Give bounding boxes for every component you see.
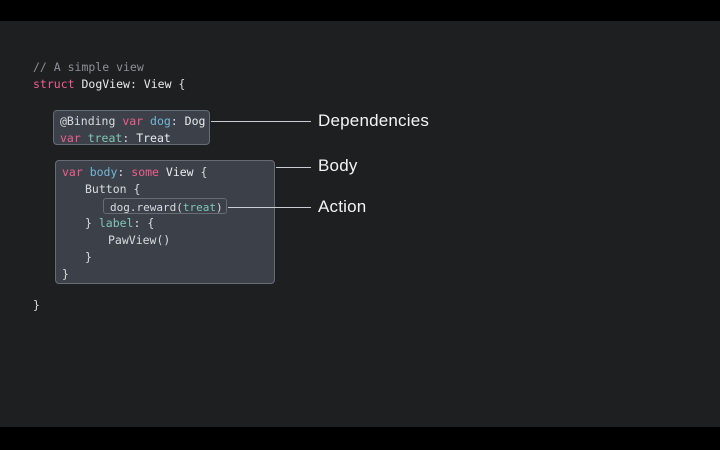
dependencies-line-dog: @Binding var dog: Dog <box>60 113 205 130</box>
dot-operator: . <box>129 201 137 214</box>
annotation-label-body: Body <box>318 156 358 175</box>
colon-body: : <box>117 165 132 179</box>
code-line-final-brace: } <box>33 297 185 314</box>
close-brace-label: } <box>85 250 92 264</box>
close-brace-body: } <box>62 267 69 281</box>
highlight-box-body[interactable] <box>55 160 275 284</box>
colon-treat: : <box>122 131 137 145</box>
open-brace: { <box>171 77 186 91</box>
letterbox-bar-top <box>0 0 720 21</box>
highlight-box-dependencies[interactable] <box>53 110 210 145</box>
button-call: Button { <box>85 182 141 196</box>
dependencies-line-treat: var treat: Treat <box>60 130 205 147</box>
open-brace-body: { <box>193 165 208 179</box>
colon-punctuation: : <box>129 77 144 91</box>
close-brace-struct: } <box>33 298 40 312</box>
comment-text: // A simple view <box>33 60 144 74</box>
method-reward: reward <box>136 201 177 214</box>
body-line-close-label: } <box>62 249 207 266</box>
property-name-body: body <box>82 165 118 179</box>
code-line-comment: // A simple view <box>33 59 185 76</box>
receiver-dog: dog <box>110 201 130 214</box>
colon-dog: : <box>170 114 185 128</box>
type-treat: Treat <box>136 131 171 145</box>
label-rest: : { <box>133 216 155 230</box>
highlight-box-action[interactable] <box>103 198 227 214</box>
body-line-label-close: } label: { <box>62 215 207 232</box>
body-line-pawview: PawView() <box>62 232 207 249</box>
body-line-close-body: } <box>62 266 207 283</box>
body-line-declaration: var body: some View { <box>62 164 207 181</box>
protocol-name-view: View <box>143 77 172 91</box>
keyword-var-dog: var <box>122 114 144 128</box>
annotation-label-dependencies: Dependencies <box>318 111 430 130</box>
leader-line-action <box>228 207 311 208</box>
close-paren: ) <box>216 201 223 214</box>
code-line-spacer-1 <box>33 93 185 110</box>
keyword-var-body: var <box>62 165 83 179</box>
code-line-struct: struct DogView: View { <box>33 76 185 93</box>
leader-line-dependencies <box>211 121 311 122</box>
close-brace-action: } <box>85 216 99 230</box>
type-dog: Dog <box>184 114 206 128</box>
leader-line-body <box>276 167 311 168</box>
type-view: View <box>158 165 194 179</box>
body-code: var body: some View {Button { } label: {… <box>62 164 207 283</box>
type-name-dogview: DogView <box>74 77 130 91</box>
action-code: dog.reward(treat) <box>110 199 223 216</box>
keyword-var-treat: var <box>60 131 81 145</box>
attribute-binding: @Binding <box>60 114 123 128</box>
body-line-button: Button { <box>62 181 207 198</box>
keyword-some: some <box>131 165 159 179</box>
property-name-dog: dog <box>143 114 171 128</box>
code-listing: // A simple view struct DogView: View { } <box>33 59 185 314</box>
annotation-label-action: Action <box>318 197 367 216</box>
pawview-call: PawView() <box>108 233 171 247</box>
argument-label-label: label <box>98 216 134 230</box>
keyword-struct: struct <box>33 77 75 91</box>
letterbox-bar-bottom <box>0 427 720 450</box>
property-name-treat: treat <box>80 131 123 145</box>
argument-treat: treat <box>182 201 216 214</box>
open-paren: ( <box>176 201 183 214</box>
